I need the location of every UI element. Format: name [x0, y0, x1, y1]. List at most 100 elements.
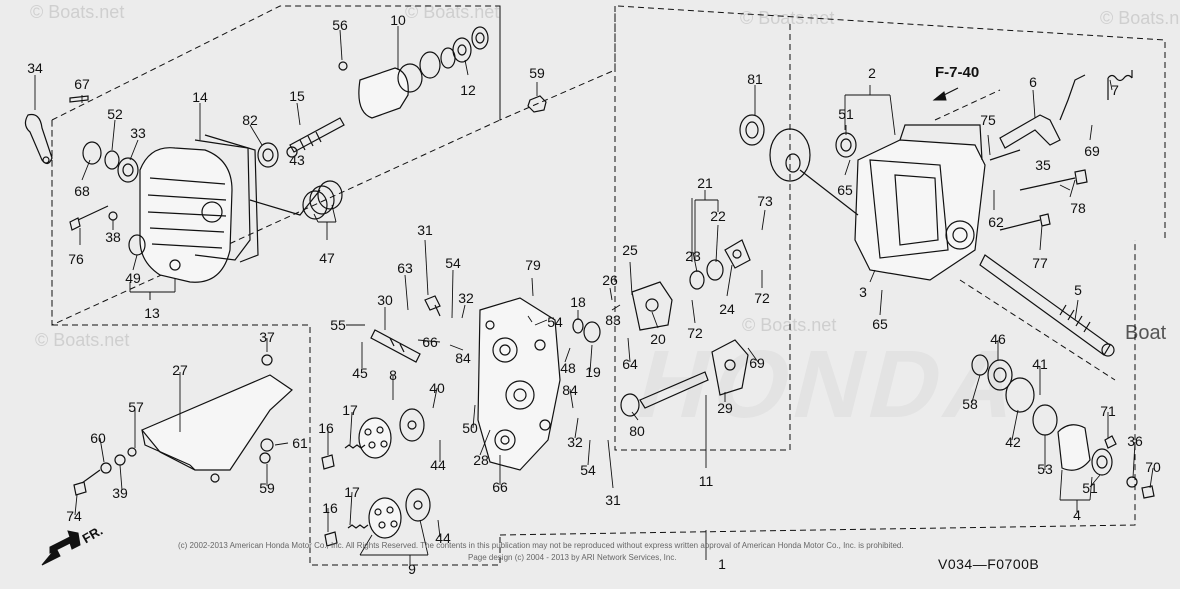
part-callout: 59 — [529, 65, 545, 81]
part-callout: 63 — [397, 260, 413, 276]
part-callout: 65 — [872, 316, 888, 332]
part-callout: 57 — [128, 399, 144, 415]
part-callout: 44 — [435, 530, 451, 546]
part-callout: 48 — [560, 360, 576, 376]
part-callout: 8 — [389, 367, 397, 383]
part-callout: 26 — [602, 272, 618, 288]
part-callout: 49 — [125, 270, 141, 286]
part-callout: 45 — [352, 365, 368, 381]
part-callout: 54 — [547, 314, 563, 330]
part-callout: 66 — [492, 479, 508, 495]
part-callout: 71 — [1100, 403, 1116, 419]
part-callout: 5 — [1074, 282, 1082, 298]
part-callout: 25 — [622, 242, 638, 258]
part-callout: 28 — [473, 452, 489, 468]
part-callout: 11 — [698, 473, 714, 489]
part-callout: 41 — [1032, 356, 1048, 372]
part-callout: 2 — [868, 65, 876, 81]
part-callout: 72 — [754, 290, 770, 306]
part-callout: 34 — [27, 60, 43, 76]
part-callout: 23 — [685, 248, 701, 264]
part-callout: 46 — [990, 331, 1006, 347]
part-callout: 32 — [567, 434, 583, 450]
part-callout: 59 — [259, 480, 275, 496]
part-callout: 16 — [318, 420, 334, 436]
part-callout: 14 — [192, 89, 208, 105]
part-callout: 60 — [90, 430, 106, 446]
part-callout: 53 — [1037, 461, 1053, 477]
copyright-text: Page design (c) 2004 - 2013 by ARI Netwo… — [468, 553, 677, 562]
part-callout: 31 — [417, 222, 433, 238]
watermark: © Boats.net — [35, 330, 130, 350]
part-callout: 65 — [837, 182, 853, 198]
part-callout: 44 — [430, 457, 446, 473]
part-callout: 27 — [172, 362, 188, 378]
part-callout: 81 — [747, 71, 763, 87]
part-callout: 54 — [580, 462, 596, 478]
part-callout: 54 — [445, 255, 461, 271]
part-callout: 17 — [342, 402, 358, 418]
part-callout: 30 — [377, 292, 393, 308]
part-callout: 15 — [289, 88, 305, 104]
part-callout: 75 — [980, 112, 996, 128]
part-callout: 35 — [1035, 157, 1051, 173]
part-callout: 3 — [859, 284, 867, 300]
part-callout: 80 — [629, 423, 645, 439]
part-callout: 67 — [74, 76, 90, 92]
part-callout: 33 — [130, 125, 146, 141]
part-callout: 56 — [332, 17, 348, 33]
part-callout: 21 — [697, 175, 713, 191]
part-callout: 82 — [242, 112, 258, 128]
part-callout: 62 — [988, 214, 1004, 230]
part-callout: 39 — [112, 485, 128, 501]
part-callout: 55 — [330, 317, 346, 333]
watermark: © Boats.net — [1100, 8, 1180, 28]
part-callout: 84 — [455, 350, 471, 366]
part-callout: 1 — [718, 556, 726, 572]
part-callout: 16 — [322, 500, 338, 516]
part-callout: 38 — [105, 229, 121, 245]
part-callout: 9 — [408, 561, 416, 577]
part-callout: 47 — [319, 250, 335, 266]
watermark: © Boats.net — [30, 2, 125, 22]
part-callout: 12 — [460, 82, 476, 98]
diagram-code: V034—F0700B — [938, 556, 1040, 572]
part-callout: 69 — [1084, 143, 1100, 159]
part-callout: 69 — [749, 355, 765, 371]
watermark: © Boats.net — [740, 8, 835, 28]
part-callout: 7 — [1111, 82, 1119, 98]
part-callout: 68 — [74, 183, 90, 199]
part-callout: 72 — [687, 325, 703, 341]
part-callout: 40 — [429, 380, 445, 396]
part-callout: 58 — [962, 396, 978, 412]
part-callout: 51 — [838, 106, 854, 122]
part-callout: 66 — [422, 334, 438, 350]
part-callout: 37 — [259, 329, 275, 345]
part-callout: 29 — [717, 400, 733, 416]
part-callout: 70 — [1145, 459, 1161, 475]
part-callout: 17 — [344, 484, 360, 500]
part-callout: 22 — [710, 208, 726, 224]
part-callout: 24 — [719, 301, 735, 317]
part-callout: 20 — [650, 331, 666, 347]
part-callout: 36 — [1127, 433, 1143, 449]
part-callout: 32 — [458, 290, 474, 306]
part-callout: 74 — [66, 508, 82, 524]
part-callout: 83 — [605, 312, 621, 328]
watermark: © Boats.net — [405, 2, 500, 22]
part-callout: 4 — [1073, 507, 1081, 523]
part-callout: 19 — [585, 364, 601, 380]
part-callout: 31 — [605, 492, 621, 508]
part-callout: 50 — [462, 420, 478, 436]
part-callout: 52 — [107, 106, 123, 122]
part-callout: 84 — [562, 382, 578, 398]
part-callout: 64 — [622, 356, 638, 372]
part-callout: 42 — [1005, 434, 1021, 450]
part-callout: 79 — [525, 257, 541, 273]
copyright-text: (c) 2002-2013 American Honda Motor Co., … — [178, 541, 904, 550]
reference-label: F-7-40 — [935, 64, 980, 81]
part-callout: 10 — [390, 12, 406, 28]
part-callout: 13 — [144, 305, 160, 321]
part-callout: 78 — [1070, 200, 1086, 216]
